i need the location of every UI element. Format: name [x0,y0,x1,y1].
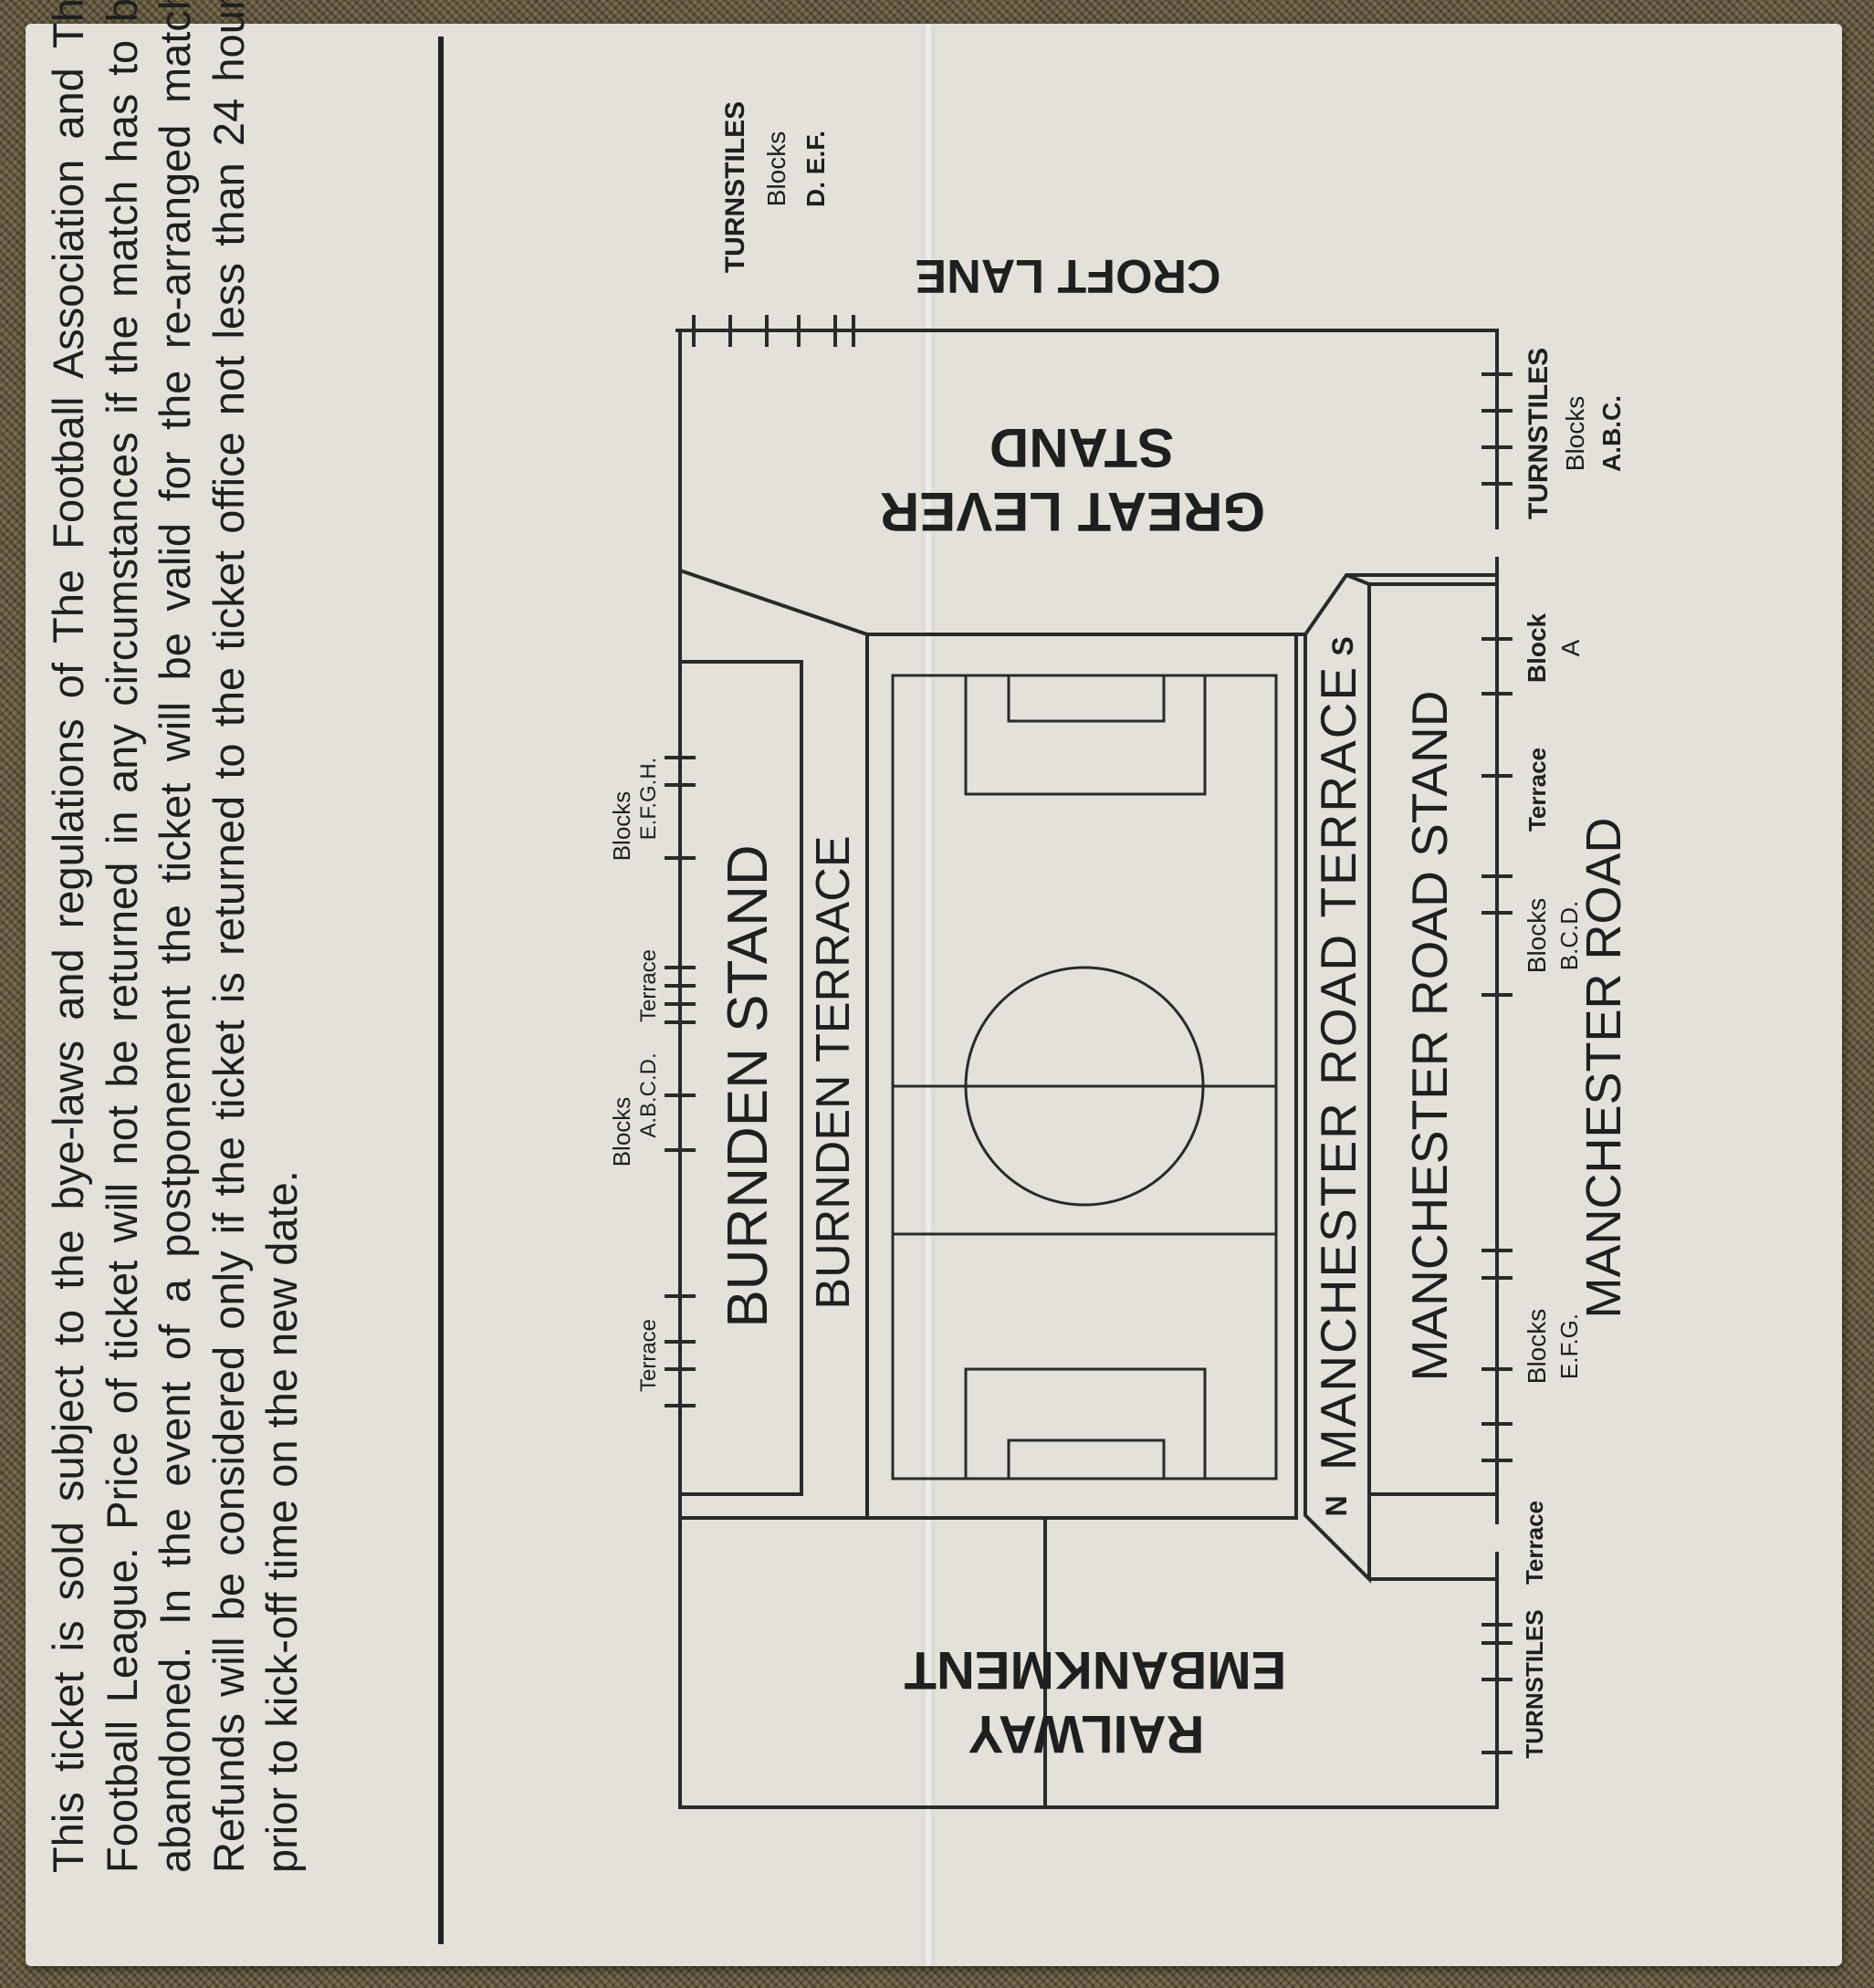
penalty-box-top [964,675,1207,796]
turnstiles-def-2: Blocks [762,131,790,206]
great-lever-stand-label-1: GREAT LEVER [880,481,1265,542]
great-lever-stand-label-2: STAND [989,417,1174,478]
turnstiles-abc-2: Blocks [1561,396,1589,471]
turnstiles-def-3: D. E.F. [801,131,830,207]
embankment-label: EMBANKMENT [905,1640,1287,1700]
manchester-road-label: MANCHESTER ROAD [1576,817,1631,1318]
croft-lane-label: CROFT LANE [915,249,1220,302]
blocks-efg-1: Blocks [1523,1309,1551,1384]
turnstiles-abc-3: A.B.C. [1597,395,1626,472]
terrace-right-top: Terrace [1523,748,1551,832]
railway-label: RAILWAY [968,1704,1205,1763]
centre-circle [964,966,1205,1207]
blocks-abcd-2: A.B.C.D. [636,1052,661,1137]
man-road-stand-box [1369,582,1497,1581]
block-a-2: A [1556,639,1585,656]
blocks-bcd-2: B.C.D. [1555,901,1583,971]
turnstiles-abc-1: TURNSTILES [1523,348,1554,519]
blocks-abcd-1: Blocks [608,1097,635,1167]
terrace-left-mid: Terrace [636,949,661,1022]
burnden-stand-label: BURNDEN STAND [717,844,780,1327]
man-road-stand-label: MANCHESTER ROAD STAND [1401,691,1458,1382]
turnstile-marks [665,315,1513,1754]
blocks-efg-2: E.F.G. [1555,1313,1583,1379]
goal-box-top [1007,675,1166,723]
burnden-stand-box [680,660,803,1496]
blocks-efgh-2: E.F.G.H. [636,758,661,841]
pitch-surround [865,634,1298,1520]
pitch-lower [891,1234,1278,1481]
man-road-terrace-label: MANCHESTER ROAD TERRACE [1310,665,1366,1470]
block-a-1: Block [1523,612,1551,683]
terrace-left-bottom: Terrace [636,1319,661,1392]
pitch-boundary [891,674,1278,1236]
fold-crease [922,24,935,1966]
burnden-terrace-label: BURNDEN TERRACE [807,835,860,1309]
turnstiles-bottom: TURNSTILES [1521,1609,1548,1758]
divider-line [438,37,444,1944]
turnstiles-def-1: TURNSTILES [720,101,750,273]
blocks-efgh-1: Blocks [608,791,635,862]
goal-box-bottom [1007,1439,1166,1479]
lower-boundary [678,1516,1296,1807]
blocks-bcd-1: Blocks [1523,898,1551,973]
great-lever-front [679,569,1497,636]
terrace-right-bottom: Terrace [1521,1501,1548,1585]
compass-south: S [1326,636,1359,655]
penalty-box-bottom [964,1367,1207,1479]
compass-north: N [1320,1495,1353,1516]
